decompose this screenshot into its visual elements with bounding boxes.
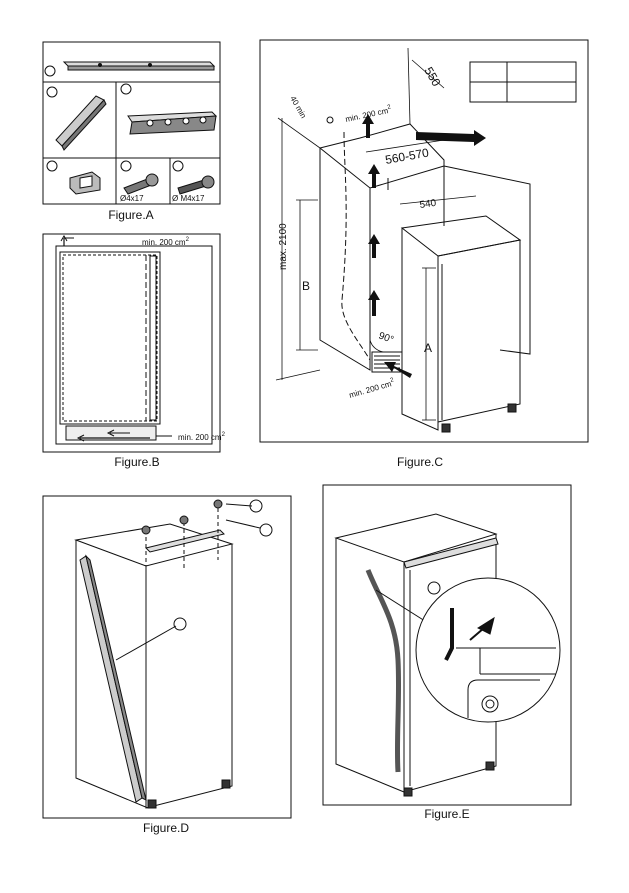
screw-small-label: Ø4x17 [120,194,144,203]
screw-icon [213,499,223,509]
vent-bottom-label-c: min. 200 cm2 [348,377,396,400]
figure-c-caption: Figure.C [397,455,443,469]
vent-top-label-b: min. 200 cm2 [142,237,190,247]
dim-height-label: max. 2100 [278,223,289,270]
part-bracket [120,83,218,135]
callout-circle [259,523,273,537]
figure-e [322,484,572,806]
angle-label: 90° [377,330,395,346]
dim-gap-label: 40 min [288,95,308,120]
figure-c-frame [259,39,589,443]
figure-a [42,41,221,205]
fridge-side-section [59,251,161,425]
drain-hose [365,569,402,773]
part-wood-screw [120,160,159,195]
figure-d-caption: Figure.D [143,821,189,835]
dimension-lines [275,47,477,421]
figure-e-caption: Figure.E [424,807,469,821]
callout-circle [173,617,187,631]
figure-b [42,233,221,453]
part-metric-screw [172,160,215,195]
callout-circle [249,499,263,513]
cabinet-niche [318,123,531,371]
figure-e-frame [322,484,572,806]
seal-strip [79,555,143,803]
part-strip [46,86,107,151]
figure-b-caption: Figure.B [114,455,159,469]
figure-a-frame [42,41,221,205]
fridge-top [74,523,234,567]
screw-icon [179,515,189,525]
airflow-arrows [362,114,486,378]
dim-width-unit-label: 540 [419,198,437,211]
fridge-side [75,540,149,809]
dim-width-niche-label: 560-570 [384,145,430,166]
screw-icon [141,525,151,535]
part-clip [46,160,101,195]
power-cable [341,131,371,361]
fridge-front [145,544,233,809]
figure-d [42,495,292,819]
dim-depth-label: 550 [421,65,443,90]
label-b: B [302,279,310,293]
part-rail-long [44,61,216,77]
callout-circle [427,581,441,595]
ventilation-grille [371,351,403,373]
screw-metric-label: Ø M4x17 [172,194,205,203]
label-a: A [424,341,432,355]
vent-bottom-label-b: min. 200 cm2 [178,432,226,442]
figure-b-frame [42,233,221,453]
figure-d-frame [42,495,292,819]
figure-c [259,39,589,443]
figure-a-caption: Figure.A [108,208,153,222]
fridge-unit [400,215,522,433]
